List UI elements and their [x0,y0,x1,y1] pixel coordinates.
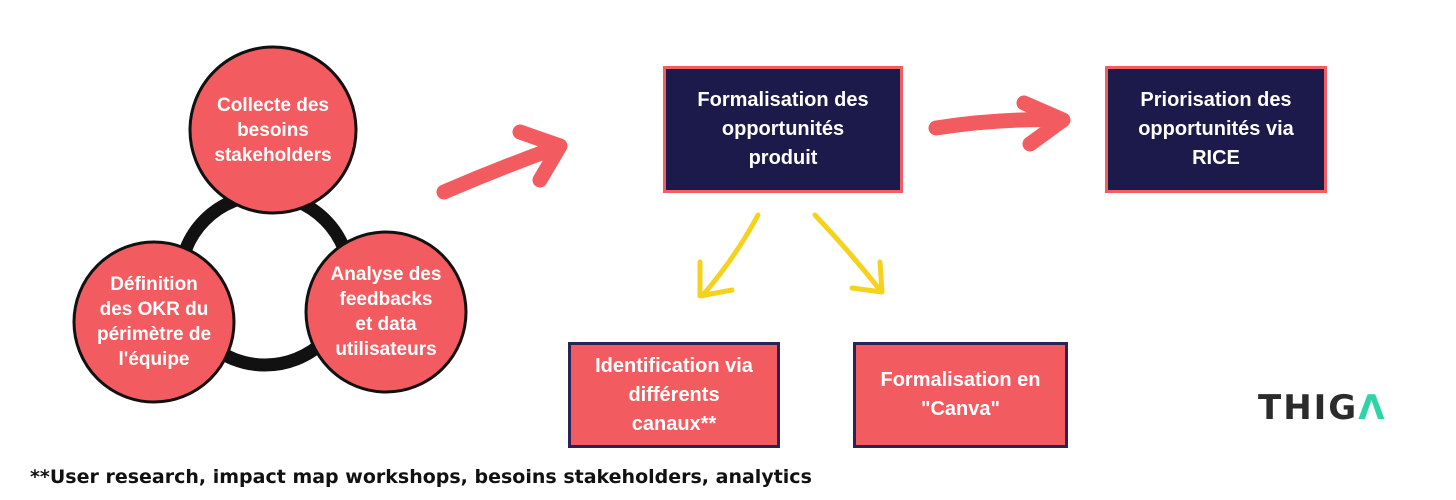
logo-text: THIG [1258,388,1359,428]
arrow-to-identification [697,212,761,299]
cycle-circle-left [72,240,236,404]
logo-accent-a: Λ [1358,388,1387,428]
box-priorisation-rice: Priorisation des opportunités via RICE [1105,66,1327,193]
box-identification-canaux: Identification via différents canaux** [568,342,780,448]
box-canva-label: Formalisation en "Canva" [880,369,1041,420]
cycle-circle-top [188,45,358,215]
cycle-label-definition: Définition des OKR du périmètre de l'équ… [96,274,212,370]
box-identification-label: Identification via différents canaux** [595,354,753,435]
box-priorisation-label: Priorisation des opportunités via RICE [1138,89,1294,169]
arrow-to-canva [812,212,885,295]
box-formalisation-canva: Formalisation en "Canva" [853,342,1068,448]
footnote: **User research, impact map workshops, b… [30,466,812,488]
box-formalisation-label: Formalisation des opportunités produit [697,89,869,169]
cycle-circle-right [304,230,468,394]
arrow-to-formalisation [436,124,568,200]
cycle-label-collecte: Collecte des besoins stakeholders [214,94,332,166]
cycle-label-analyse: Analyse des feedbacks et data utilisateu… [330,264,442,360]
thiga-logo: THIGΛ [1258,388,1387,428]
arrow-to-priorisation [928,95,1071,152]
box-formalisation-opportunites: Formalisation des opportunités produit [663,66,903,193]
